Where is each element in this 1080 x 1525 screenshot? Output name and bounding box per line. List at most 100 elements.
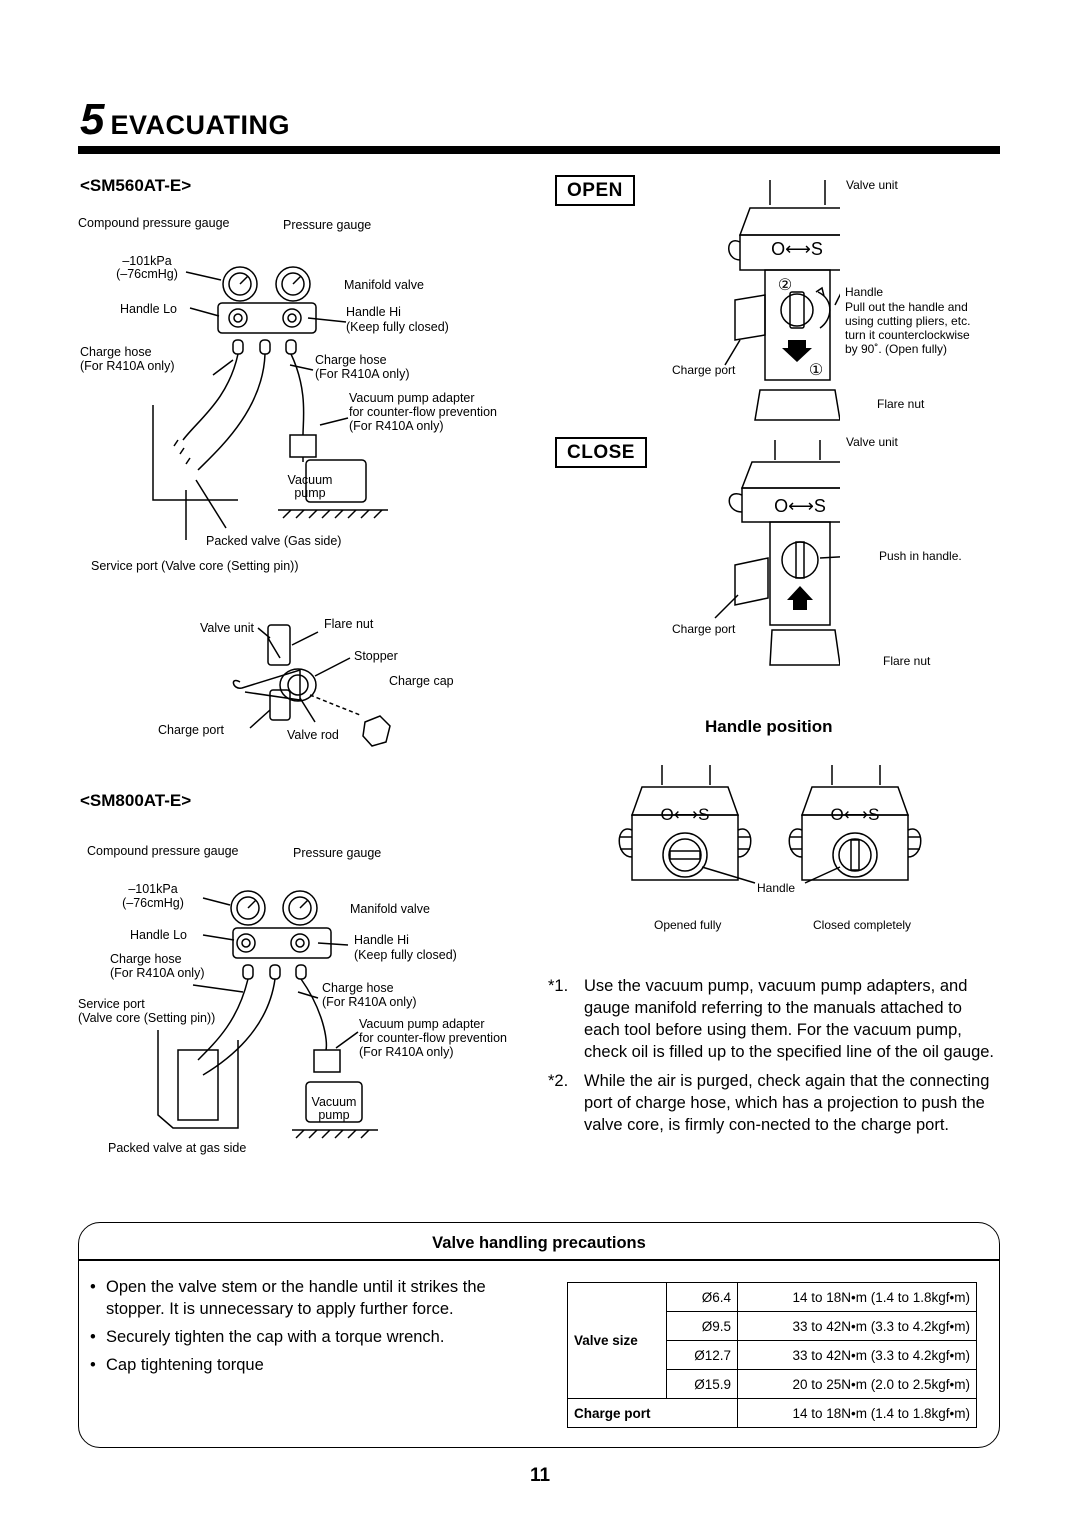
sm800-vacuum-label: Vacuum (312, 1095, 357, 1109)
sm800-service-port-label: Service port (78, 997, 145, 1011)
table-row: Ø15.9 20 to 25N•m (2.0 to 2.5kgf•m) (568, 1369, 977, 1399)
sm560-charge-port-label: Charge port (158, 723, 225, 737)
torque-cell: 14 to 18N•m (1.4 to 1.8kgf•m) (737, 1398, 977, 1428)
handle-position-title: Handle position (705, 717, 833, 736)
bullet-text: Securely tighten the cap with a torque w… (106, 1328, 445, 1346)
sm800-vpa-label: Vacuum pump adapter (359, 1017, 485, 1031)
sm560-for-r410a-right-label: (For R410A only) (315, 367, 410, 381)
sm800-vpa-sub-label: for counter-flow prevention (359, 1031, 507, 1045)
handle-position-diagram: O⟷S O⟷S (618, 765, 922, 884)
sm800-title: <SM800AT-E> (80, 791, 192, 810)
torque-table: Valve size Ø6.4 14 to 18N•m (1.4 to 1.8k… (567, 1282, 977, 1428)
sm560-kpa-label: –101kPa (122, 254, 172, 268)
valve-size-cell: Ø6.4 (666, 1282, 738, 1312)
close-valve-unit-label: Valve unit (846, 435, 898, 449)
valve-size-cell: Ø12.7 (666, 1340, 738, 1370)
sm560-charge-hose-right-label: Charge hose (315, 353, 387, 367)
valve-size-header: Valve size (567, 1282, 667, 1399)
open-handle-desc-3: turn it counterclockwise (845, 328, 970, 342)
open-handle-desc-1: Pull out the handle and (845, 300, 968, 314)
sm560-pressure-gauge-label: Pressure gauge (283, 218, 372, 232)
charge-port-header: Charge port (567, 1398, 738, 1428)
valve-size-cell: Ø9.5 (666, 1311, 738, 1341)
notes-list: *1. Use the vacuum pump, vacuum pump ada… (548, 975, 998, 1143)
precautions-title: Valve handling precautions (432, 1234, 646, 1252)
open-os-label: O⟷S (771, 239, 823, 259)
open-handle-desc-2: using cutting pliers, etc. (845, 314, 971, 328)
close-flare-nut-label: Flare nut (883, 654, 931, 668)
sm560-vpa-r410a-label: (For R410A only) (349, 419, 444, 433)
close-charge-port-label: Charge port (672, 622, 736, 636)
valve-size-cell: Ø15.9 (666, 1369, 738, 1399)
note-item: *1. Use the vacuum pump, vacuum pump ada… (548, 975, 998, 1063)
open-handle-desc-4: by 90˚. (Open fully) (845, 342, 948, 356)
sm560-manifold-valve-label: Manifold valve (344, 278, 424, 292)
heading-rule (78, 146, 1000, 154)
sm560-packed-valve-label: Packed valve (Gas side) (206, 534, 342, 548)
list-item: •Cap tightening torque (90, 1356, 264, 1374)
sm800-charge-hose-left-label: Charge hose (110, 952, 182, 966)
sm560-vpa-sub-label: for counter-flow prevention (349, 405, 497, 419)
sm800-manifold-diagram: Vacuum pump (157, 890, 378, 1139)
open-charge-port-label: Charge port (672, 363, 736, 377)
torque-cell: 14 to 18N•m (1.4 to 1.8kgf•m) (737, 1282, 977, 1312)
opened-fully-label: Opened fully (654, 918, 722, 932)
sm560-for-r410a-left-label: (For R410A only) (80, 359, 175, 373)
open-step1: ① (809, 362, 823, 379)
sm560-manifold-diagram: Vacuum pump (152, 266, 388, 540)
precautions-panel (78, 1222, 1000, 1448)
sm560-cmhg-label: (–76cmHg) (116, 267, 178, 281)
sm560-charge-hose-left-label: Charge hose (80, 345, 152, 359)
list-item: •Securely tighten the cap with a torque … (90, 1328, 445, 1346)
sm560-charge-cap-label: Charge cap (389, 674, 454, 688)
sm800-handle-hi-label: Handle Hi (354, 933, 409, 947)
open-label: OPEN (555, 175, 635, 206)
sm800-manifold-valve-label: Manifold valve (350, 902, 430, 916)
sm560-valve-rod-label: Valve rod (287, 728, 339, 742)
note-text: While the air is purged, check again tha… (584, 1072, 990, 1134)
sm560-flare-nut-label: Flare nut (324, 617, 374, 631)
sm560-valve-unit-label: Valve unit (200, 621, 254, 635)
close-valve-diagram: O⟷S (714, 440, 840, 666)
sm800-pressure-gauge-label: Pressure gauge (293, 846, 382, 860)
sm560-compound-gauge-label: Compound pressure gauge (78, 216, 230, 230)
torque-cell: 33 to 42N•m (3.3 to 4.2kgf•m) (737, 1311, 977, 1341)
closed-completely-label: Closed completely (813, 918, 912, 932)
handle-position-os-left: O⟷S (661, 805, 710, 824)
close-label: CLOSE (555, 437, 647, 468)
note-text: Use the vacuum pump, vacuum pump adapter… (584, 977, 995, 1061)
sm800-pump-label: pump (318, 1108, 349, 1122)
sm560-handle-hi-label: Handle Hi (346, 305, 401, 319)
precautions-divider (78, 1259, 1000, 1261)
precautions-bullets: •Open the valve stem or the handle until… (90, 1276, 530, 1382)
sm800-for-r410a-right-label: (For R410A only) (322, 995, 417, 1009)
close-os-label: O⟷S (774, 496, 826, 516)
sm800-for-r410a-left-label: (For R410A only) (110, 966, 205, 980)
section-number: 5 (80, 95, 105, 144)
sm560-title: <SM560AT-E> (80, 176, 192, 195)
list-item: •Open the valve stem or the handle until… (90, 1276, 530, 1320)
sm560-stopper-label: Stopper (354, 649, 398, 663)
sm560-vacuum-label: Vacuum (288, 473, 333, 487)
sm800-handle-lo-label: Handle Lo (130, 928, 187, 942)
table-row: Charge port 14 to 18N•m (1.4 to 1.8kgf•m… (567, 1398, 977, 1428)
sm560-keep-closed-label: (Keep fully closed) (346, 320, 449, 334)
open-handle-label: Handle (845, 285, 884, 299)
sm800-cmhg-label: (–76cmHg) (122, 896, 184, 910)
handle-position-os-right: O⟷S (831, 805, 880, 824)
page-number: 11 (529, 1465, 551, 1486)
sm800-compound-gauge-label: Compound pressure gauge (87, 844, 239, 858)
sm560-vpa-label: Vacuum pump adapter (349, 391, 475, 405)
open-step2: ② (778, 277, 792, 294)
sm560-pump-label: pump (294, 486, 325, 500)
note-number: *1. (548, 977, 569, 995)
section-title: EVACUATING (110, 110, 290, 140)
open-valve-diagram: O⟷S ② ① (724, 180, 840, 421)
sm800-vpa-r410a-label: (For R410A only) (359, 1045, 454, 1059)
sm560-service-port-label: Service port (Valve core (Setting pin)) (91, 559, 299, 573)
sm800-charge-hose-right-label: Charge hose (322, 981, 394, 995)
close-push-in-label: Push in handle. (879, 549, 962, 563)
sm560-valve-detail-diagram (232, 624, 391, 747)
note-number: *2. (548, 1072, 569, 1090)
